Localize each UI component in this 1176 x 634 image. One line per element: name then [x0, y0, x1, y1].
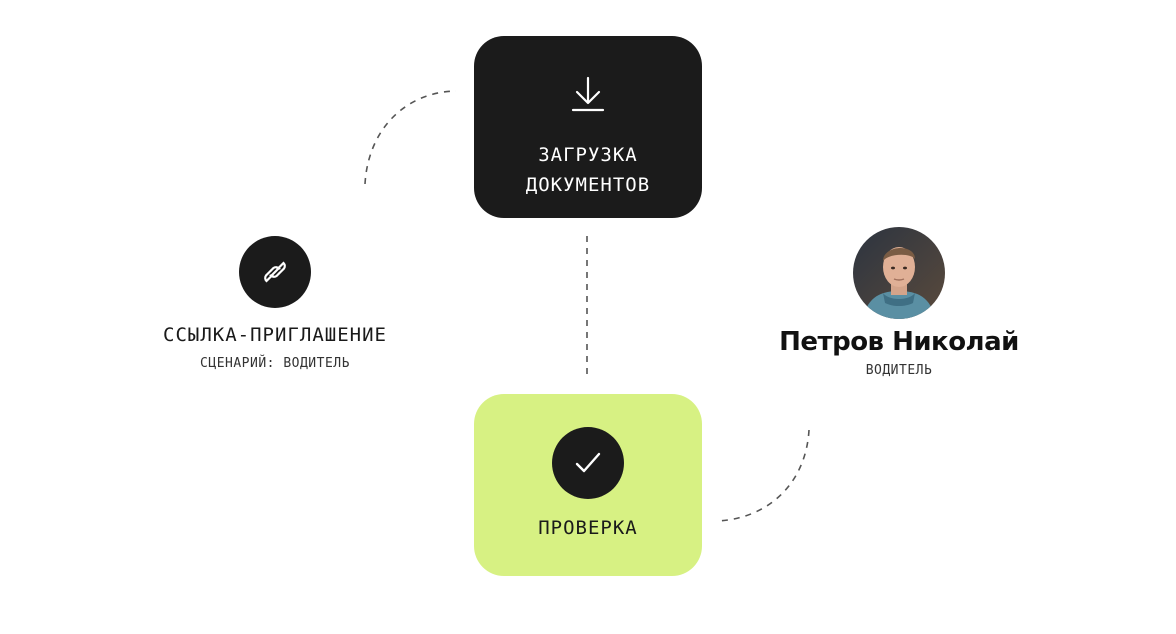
verification-circle	[552, 427, 624, 499]
avatar	[853, 227, 945, 319]
invite-link-title: ССЫЛКА-ПРИГЛАШЕНИЕ	[163, 324, 387, 346]
person-role: ВОДИТЕЛЬ	[865, 363, 933, 378]
checkmark-icon	[575, 452, 601, 473]
download-icon	[571, 76, 605, 112]
connector-invite-to-upload	[364, 90, 457, 185]
invite-link-circle	[239, 236, 311, 308]
verification-card[interactable]: ПРОВЕРКА	[474, 394, 702, 576]
person-node[interactable]: Петров Николай ВОДИТЕЛЬ	[760, 227, 1038, 378]
upload-documents-label: ЗАГРУЗКА ДОКУМЕНТОВ	[525, 144, 651, 196]
upload-documents-card[interactable]: ЗАГРУЗКА ДОКУМЕНТОВ	[474, 36, 702, 218]
person-name: Петров Николай	[779, 327, 1019, 357]
verification-label: ПРОВЕРКА	[538, 517, 638, 539]
link-icon	[264, 261, 286, 283]
invite-link-node[interactable]: ССЫЛКА-ПРИГЛАШЕНИЕ СЦЕНАРИЙ: ВОДИТЕЛЬ	[134, 236, 416, 371]
invite-link-subtitle: СЦЕНАРИЙ: ВОДИТЕЛЬ	[200, 356, 350, 371]
connector-person-to-check	[717, 429, 810, 522]
